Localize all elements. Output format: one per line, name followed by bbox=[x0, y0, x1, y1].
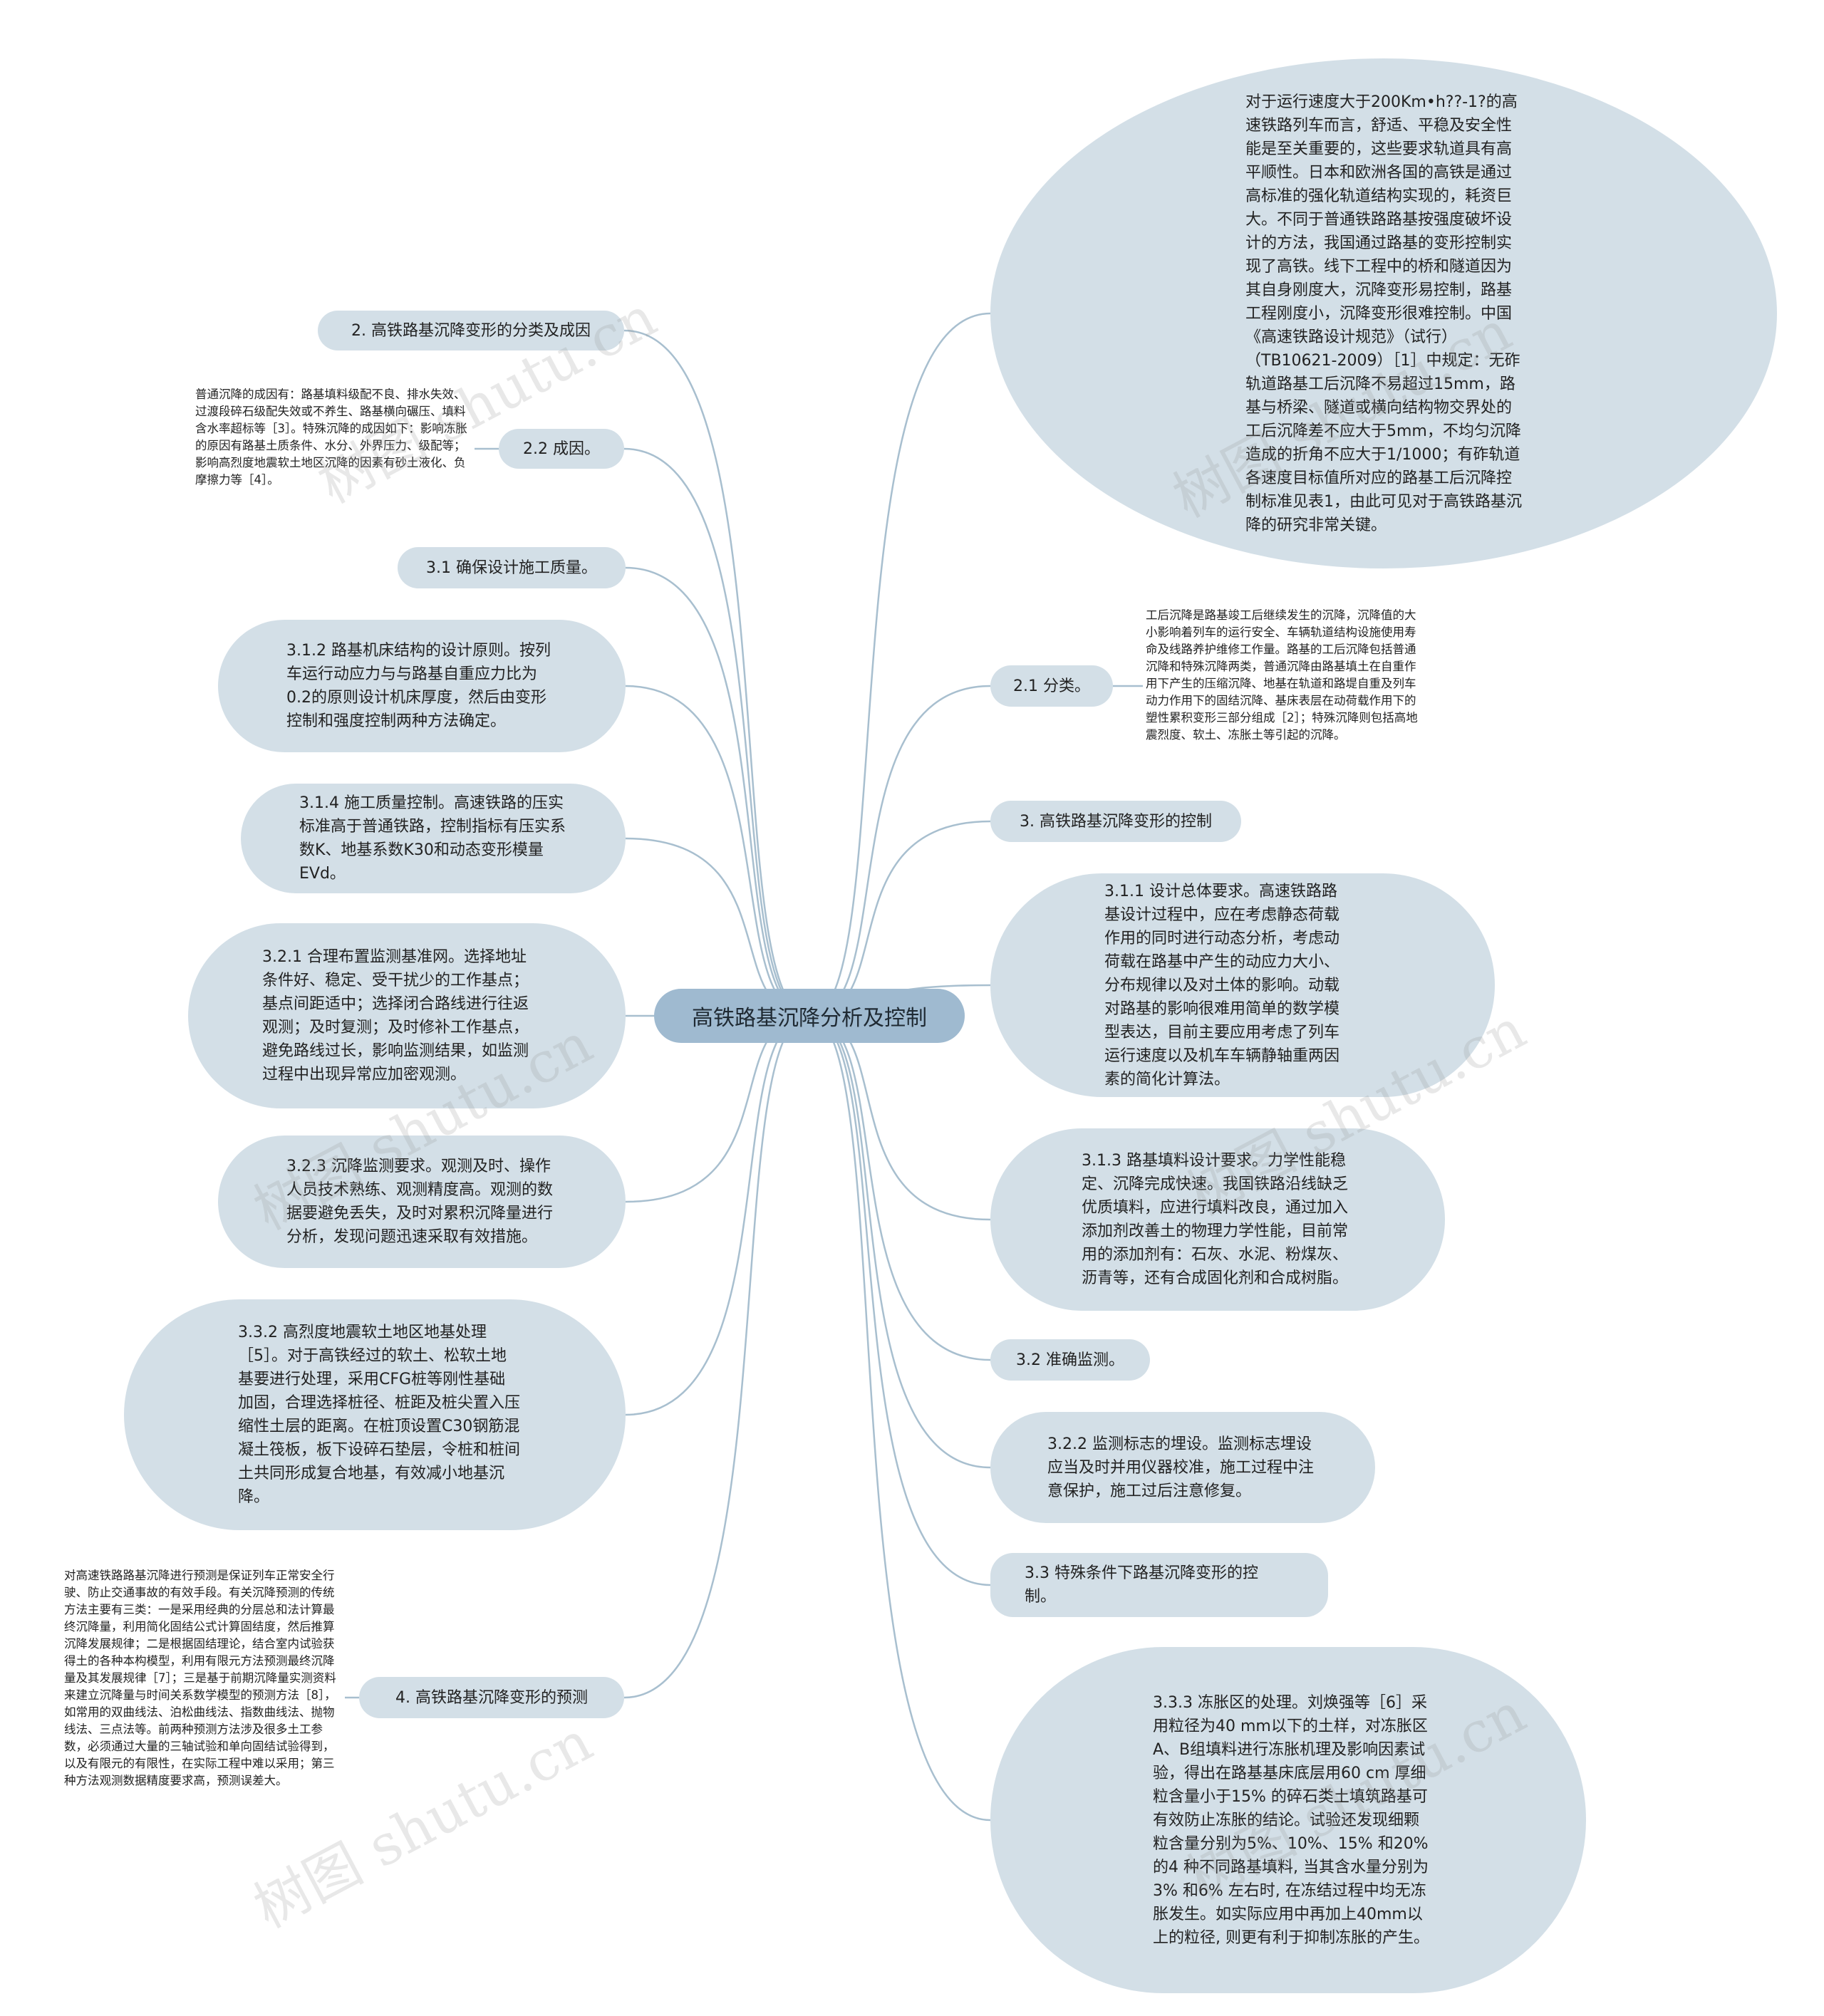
connector-left-3 bbox=[625, 685, 810, 1017]
root-topic[interactable]: 高铁路基沉降分析及控制 bbox=[654, 989, 965, 1043]
topic-3-3-2-soft-soil-treatment[interactable]: 3.3.2 高烈度地震软土地区地基处理［5］。对于高铁经过的软土、松软土地基要进… bbox=[124, 1299, 626, 1530]
connector-left-7 bbox=[625, 1014, 810, 1416]
connector-right-1 bbox=[809, 685, 991, 1017]
topic-3-1-3-fill-material[interactable]: 3.1.3 路基填料设计要求。力学性能稳定、沉降完成快速。我国铁路沿线缺乏优质填… bbox=[990, 1128, 1445, 1311]
topic-3-2-2-survey-markers[interactable]: 3.2.2 监测标志的埋设。监测标志埋设应当及时并用仪器校准，施工过程中注意保护… bbox=[990, 1412, 1375, 1523]
topic-4-settlement-prediction[interactable]: 4. 高铁路基沉降变形的预测 bbox=[359, 1677, 624, 1718]
topic-3-2-1-benchmark-network[interactable]: 3.2.1 合理布置监测基准网。选择地址条件好、稳定、受干扰少的工作基点；基点间… bbox=[188, 923, 626, 1108]
connector-left-2 bbox=[625, 566, 810, 1017]
topic-3-1-1-design-requirements[interactable]: 3.1.1 设计总体要求。高速铁路路基设计过程中，应在考虑静态荷载作用的同时进行… bbox=[990, 873, 1495, 1097]
topic-2-classification-and-causes[interactable]: 2. 高铁路基沉降变形的分类及成因 bbox=[318, 311, 624, 350]
connector-right-6 bbox=[809, 1014, 991, 1469]
connector-right-4 bbox=[809, 1014, 991, 1221]
connector-left-1 bbox=[623, 447, 810, 1017]
note-classification-detail: 工后沉降是路基竣工后继续发生的沉降，沉降值的大小影响着列车的运行安全、车辆轨道结… bbox=[1146, 608, 1418, 742]
topic-2-1-classification[interactable]: 2.1 分类。 bbox=[990, 665, 1113, 707]
connector-right-7 bbox=[809, 1014, 991, 1586]
note-prediction-detail: 对高速铁路路基沉降进行预测是保证列车正常安全行驶、防止交通事故的有效手段。有关沉… bbox=[64, 1569, 336, 1787]
topic-3-1-design-quality[interactable]: 3.1 确保设计施工质量。 bbox=[398, 547, 626, 588]
topic-3-1-2-bed-structure[interactable]: 3.1.2 路基机床结构的设计原则。按列车运行动应力与与路基自重应力比为0.2的… bbox=[218, 620, 626, 752]
topic-intro-high-speed-rail[interactable]: 对于运行速度大于200Km•h??-1?的高速铁路列车而言，舒适、平稳及安全性能… bbox=[990, 58, 1777, 568]
topic-3-2-accurate-monitoring[interactable]: 3.2 准确监测。 bbox=[990, 1339, 1150, 1381]
topic-3-1-4-construction-quality[interactable]: 3.1.4 施工质量控制。高速铁路的压实标准高于普通铁路，控制指标有压实系数K、… bbox=[241, 784, 626, 893]
topic-3-3-special-conditions[interactable]: 3.3 特殊条件下路基沉降变形的控制。 bbox=[990, 1553, 1328, 1617]
connector-right-0 bbox=[809, 312, 991, 1017]
topic-3-settlement-control[interactable]: 3. 高铁路基沉降变形的控制 bbox=[990, 801, 1241, 842]
topic-2-2-causes[interactable]: 2.2 成因。 bbox=[499, 429, 624, 469]
connector-left-8 bbox=[623, 1014, 810, 1699]
connector-right-5 bbox=[809, 1014, 991, 1361]
topic-3-3-3-frost-heave[interactable]: 3.3.3 冻胀区的处理。刘焕强等［6］采用粒径为40 mm以下的土样，对冻胀区… bbox=[990, 1647, 1586, 1993]
connector-right-8 bbox=[809, 1014, 991, 1822]
note-causes-detail: 普通沉降的成因有：路基填料级配不良、排水失效、过渡段碎石级配失效或不养生、路基横… bbox=[195, 388, 467, 487]
topic-3-2-3-monitoring-requirements[interactable]: 3.2.3 沉降监测要求。观测及时、操作人员技术熟练、观测精度高。观测的数据要避… bbox=[218, 1136, 626, 1268]
connector-left-0 bbox=[623, 329, 810, 1017]
